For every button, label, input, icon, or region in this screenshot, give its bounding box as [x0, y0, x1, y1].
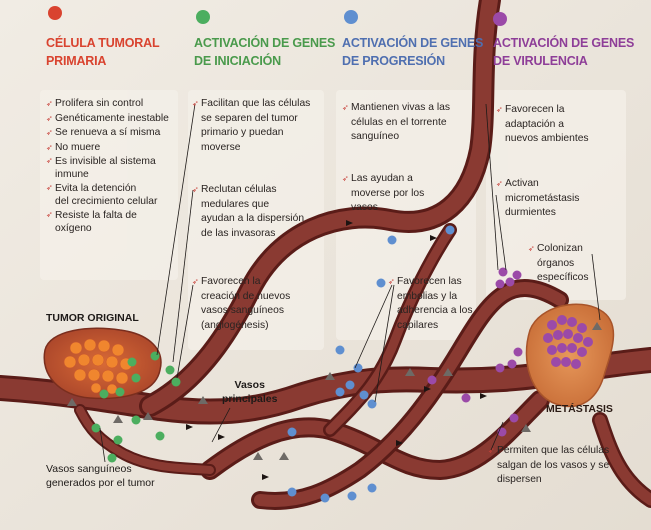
initiation-dot	[196, 10, 210, 24]
list-item: Prolifera sin control	[46, 97, 186, 112]
list-item: Se renueva a sí misma	[46, 126, 186, 141]
blue-cells	[287, 225, 455, 503]
list-item: Genéticamente inestable	[46, 112, 186, 127]
metastasis-label: METÁSTASIS	[546, 403, 613, 415]
platelets	[67, 322, 602, 460]
tumor-original-label: TUMOR ORIGINAL	[46, 312, 139, 324]
primary-cell-dot	[48, 6, 62, 20]
primary-traits-list: Prolifera sin control Genéticamente ines…	[46, 97, 186, 236]
purple-cells	[427, 267, 523, 437]
progression-dot	[344, 10, 358, 24]
list-item: No muere	[46, 141, 186, 156]
original-tumor	[43, 327, 162, 400]
flow-arrows	[186, 220, 487, 480]
metastasis-mass	[525, 303, 615, 408]
virulence-dot	[493, 12, 507, 26]
